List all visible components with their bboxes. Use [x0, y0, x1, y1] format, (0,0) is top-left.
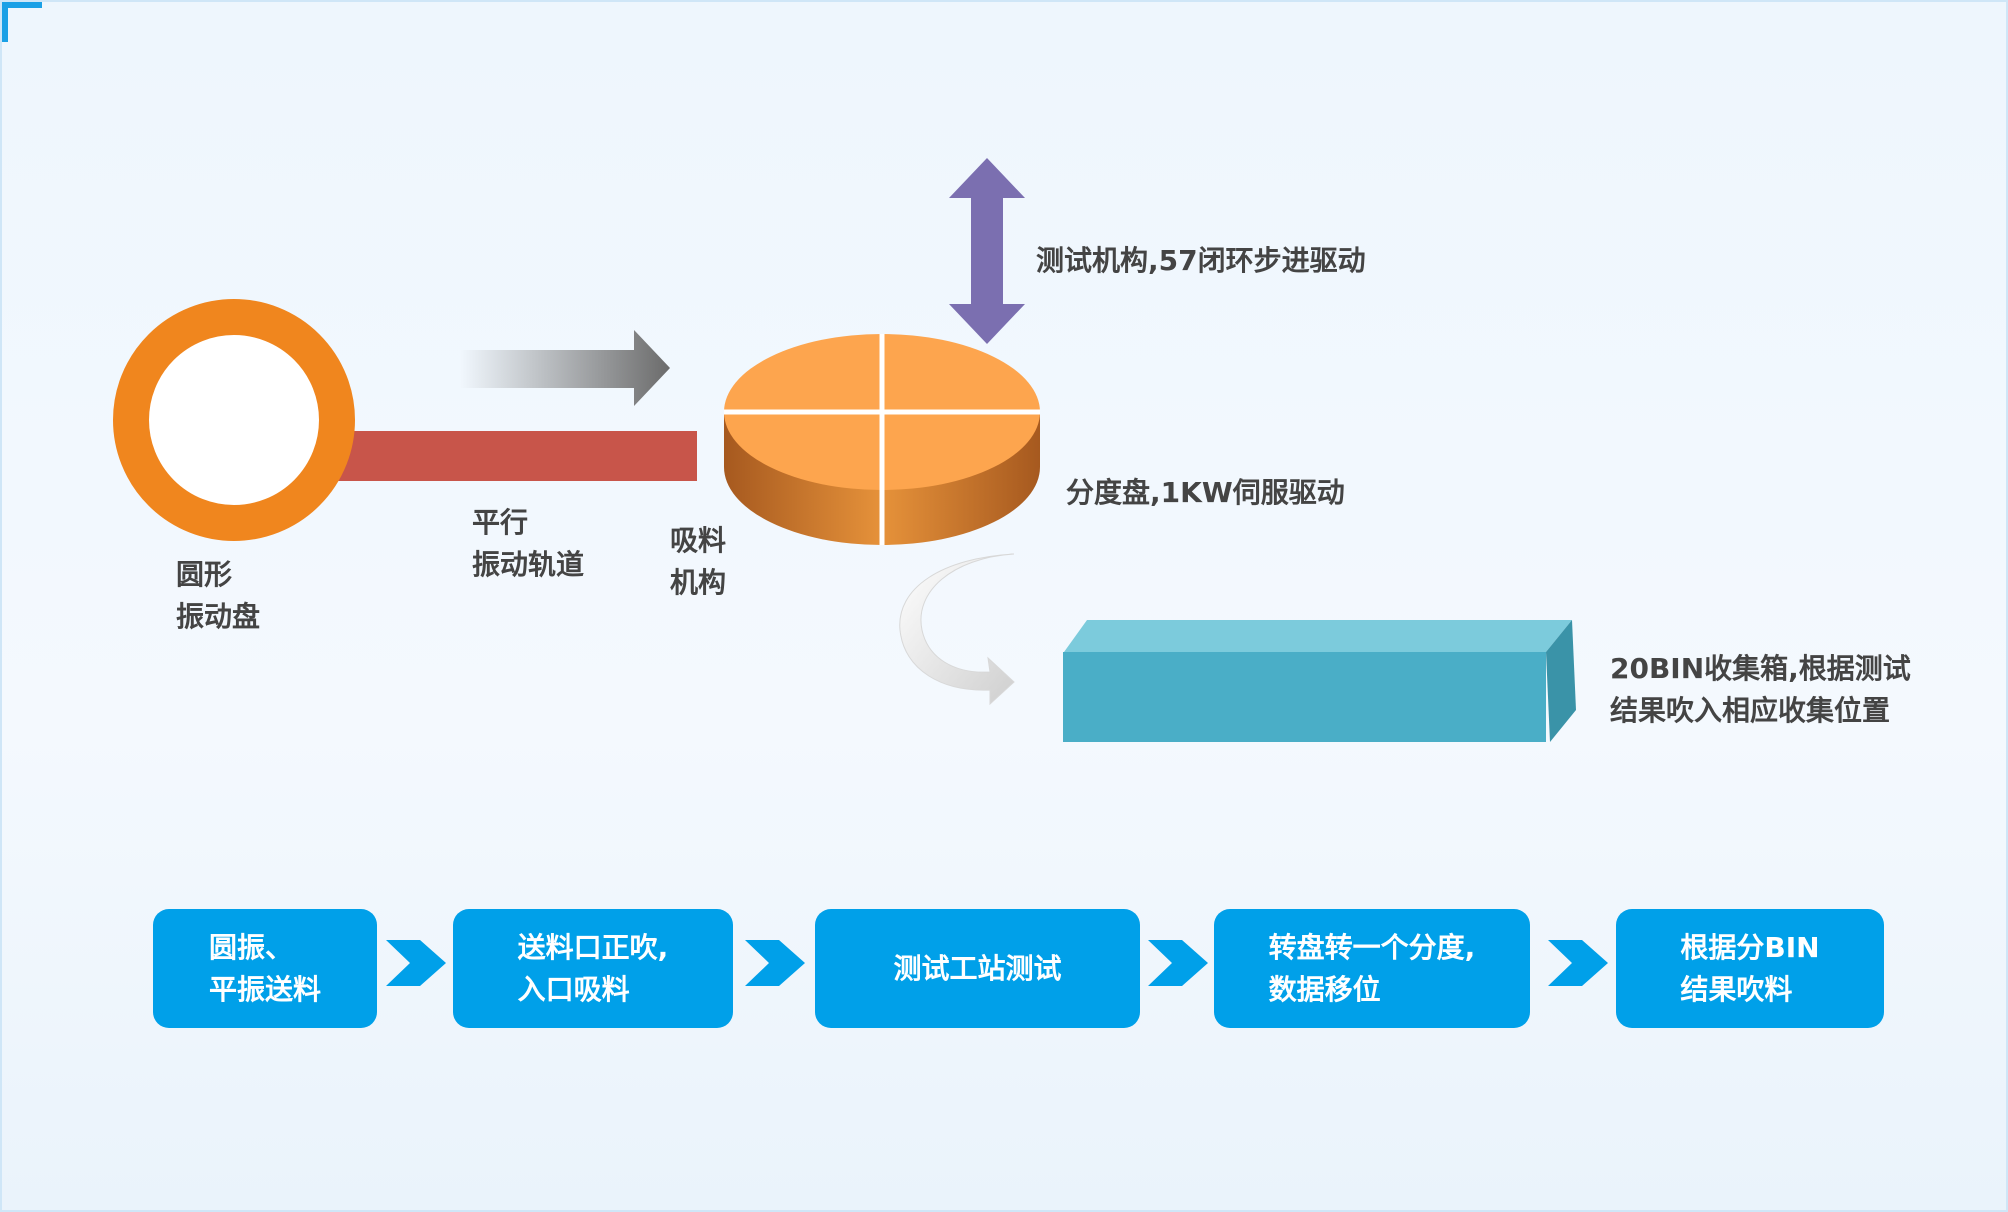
bin-box-top — [1064, 620, 1572, 652]
label-bin-box: 20BIN收集箱,根据测试 结果吹入相应收集位置 — [1610, 652, 1911, 727]
corner-mark — [2, 2, 42, 42]
feed-arrow-icon — [460, 330, 670, 406]
bin-box-side — [1546, 620, 1576, 742]
label-pickup: 吸料 机构 — [670, 524, 727, 599]
flow-step-bin-blow: 根据分BIN 结果吹料 — [1616, 909, 1884, 1028]
label-linear-track: 平行 振动轨道 — [472, 506, 585, 581]
chevron-right-icon — [745, 940, 805, 986]
label-index-table: 分度盘,1KW伺服驱动 — [1066, 476, 1345, 509]
label-test-mechanism: 测试机构,57闭环步进驱动 — [1036, 244, 1366, 277]
chevron-right-icon — [1148, 940, 1208, 986]
curved-arrow-icon — [899, 553, 1015, 706]
vibration-bowl — [113, 299, 355, 541]
vertical-double-arrow-icon — [949, 158, 1025, 344]
label-vibration-bowl: 圆形 振动盘 — [176, 558, 261, 633]
chevron-right-icon — [386, 940, 446, 986]
flow-step-test: 测试工站测试 — [815, 909, 1140, 1028]
flow-step-index-rotate: 转盘转一个分度, 数据移位 — [1214, 909, 1530, 1028]
linear-track — [322, 431, 697, 481]
flow-step-feed: 圆振、 平振送料 — [153, 909, 377, 1028]
chevron-right-icon — [1548, 940, 1608, 986]
flow-step-blow-suction: 送料口正吹, 入口吸料 — [453, 909, 733, 1028]
bin-box-front — [1063, 652, 1546, 742]
